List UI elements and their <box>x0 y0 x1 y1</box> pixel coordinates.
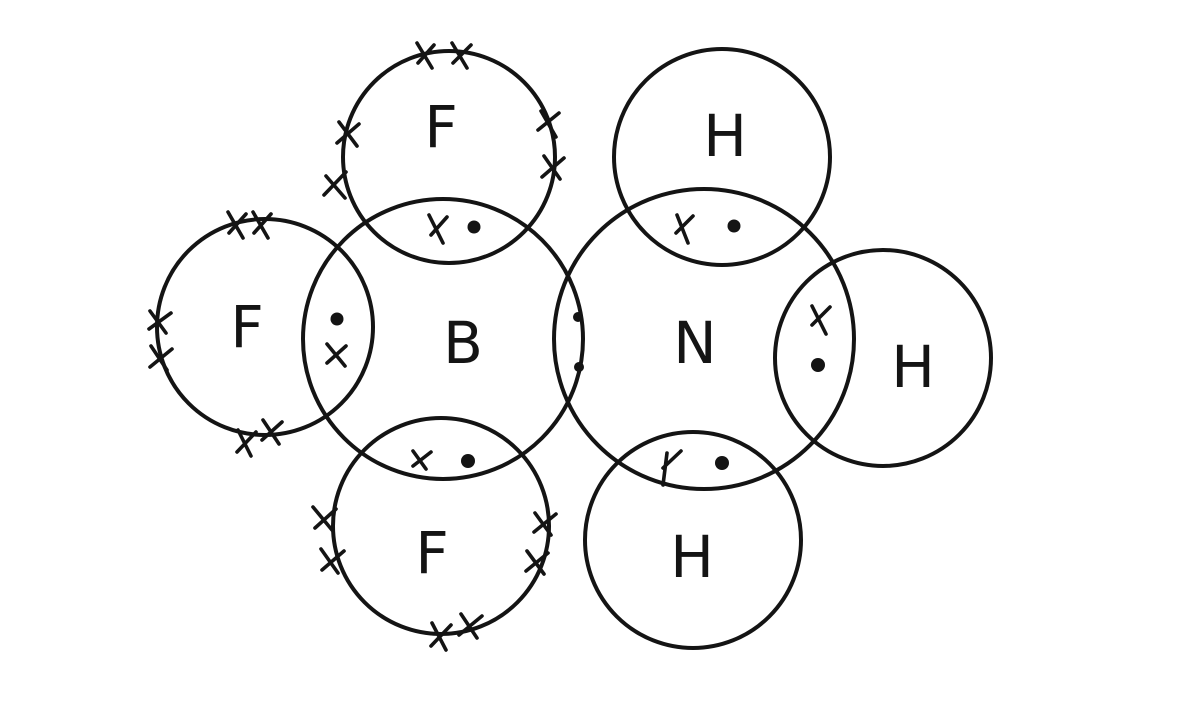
bond-pair-b-f-left <box>325 312 348 368</box>
cross-electron <box>147 309 173 335</box>
hydrogen-top-symbol: H <box>703 102 747 170</box>
bond-pair-n-h-bottom <box>661 449 729 487</box>
dot-electron <box>461 454 475 468</box>
boron-symbol: B <box>443 309 483 377</box>
nitrogen-shell <box>552 187 856 491</box>
hydrogen-right-symbol: H <box>891 333 935 401</box>
bond-pair-b-n <box>573 312 584 372</box>
cross-electron <box>524 549 550 576</box>
dot-electron <box>467 220 481 234</box>
cross-electron <box>532 511 558 537</box>
fluorine-left-symbol: F <box>230 293 263 361</box>
nitrogen-symbol: N <box>673 309 716 377</box>
hydrogen-top-shell <box>612 47 832 267</box>
fluorine-left-shell <box>155 217 375 437</box>
cross-electron <box>325 342 348 368</box>
cross-electron <box>674 213 695 245</box>
bond-pair-b-f-bottom <box>411 449 475 471</box>
atom-symbols: B N F F F H H H <box>230 93 935 591</box>
cross-electron <box>661 449 683 487</box>
cross-electron <box>226 210 248 240</box>
lone-pairs <box>147 41 566 652</box>
cross-electron <box>450 41 473 70</box>
cross-electron <box>415 41 436 70</box>
cross-electron <box>540 154 566 181</box>
cross-electron <box>322 170 348 200</box>
boron-shell <box>301 197 585 481</box>
hydrogen-bottom-symbol: H <box>670 523 714 591</box>
atom-shells <box>155 47 993 650</box>
bonding-pairs <box>325 213 832 487</box>
dot-electron <box>574 362 584 372</box>
cross-electron <box>810 304 832 336</box>
dot-electron <box>811 358 825 372</box>
fluorine-top-symbol: F <box>424 93 457 161</box>
cross-electron <box>411 449 433 471</box>
cross-electron <box>311 505 338 532</box>
hydrogen-bottom-shell <box>583 430 803 650</box>
cross-electron <box>429 621 453 652</box>
bond-pair-n-h-top <box>674 213 741 245</box>
cross-electron <box>148 344 174 372</box>
cross-electron <box>335 120 361 148</box>
dot-electron <box>573 312 583 322</box>
cross-electron <box>319 547 346 575</box>
cross-electron <box>260 418 284 446</box>
fluorine-bottom-symbol: F <box>415 519 448 587</box>
cross-electron <box>235 428 258 458</box>
cross-electron <box>427 213 449 245</box>
dot-electron <box>727 219 741 233</box>
cross-electron <box>536 109 561 139</box>
dot-electron <box>715 456 729 470</box>
cross-electron <box>251 210 273 240</box>
fluorine-top-shell <box>341 49 557 265</box>
cross-electron <box>457 612 484 640</box>
dot-electron <box>330 312 344 326</box>
bond-pair-b-f-top <box>427 213 481 245</box>
bond-pair-n-h-right <box>810 304 832 372</box>
hydrogen-right-shell <box>773 248 993 468</box>
